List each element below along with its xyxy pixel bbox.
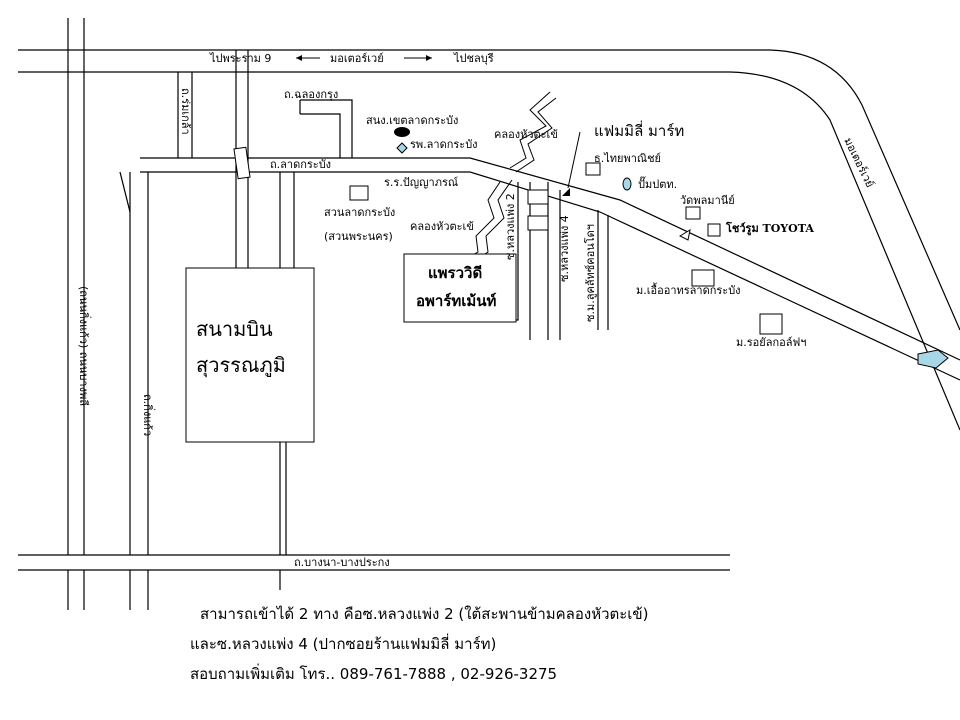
label-ua-arthon: ม.เอื้ออาทรลาดกระบัง	[636, 282, 741, 297]
label-chalong-krung: ถ.ฉลองกรุง	[284, 88, 338, 101]
left-roads	[67, 18, 149, 555]
label-canal-top: คลองหัวตะเข้	[494, 128, 558, 141]
police-marker-icon	[394, 127, 410, 137]
label-soi-2: ซ.หลวงแพ่ง 2	[504, 193, 517, 260]
label-motorway: มอเตอร์เวย์	[330, 52, 384, 65]
label-police: สนง.เขตลาดกระบัง	[366, 114, 458, 127]
label-canal-mid: คลองหัวตะเข้	[410, 220, 474, 233]
sois	[488, 182, 609, 340]
label-ptt: ปั๊มปตท.	[638, 176, 677, 191]
label-family-mart: แฟมมิลี่ มาร์ท	[594, 120, 684, 140]
family-mart-marker-icon	[562, 188, 570, 196]
label-royal-park: ม.รอยัลกอล์ฟฯ	[736, 336, 806, 349]
airport-area	[185, 267, 315, 443]
landmarks	[349, 127, 949, 369]
directions-line-2: และซ.หลวงแพ่ง 4 (ปากซอยร้านแฟมมิลี่ มาร์…	[190, 635, 497, 653]
label-bangna-road: ถ.บางนา-บางประกง	[294, 556, 390, 569]
label-hospital: รพ.ลาดกระบัง	[410, 138, 478, 151]
label-suan-lat-krabang: สวนลาดกระบัง	[324, 206, 395, 219]
motorway-top	[18, 49, 960, 431]
apartment-building	[403, 253, 517, 323]
romklao-road	[177, 72, 193, 158]
bridge-water-icon	[917, 349, 949, 369]
label-soi-4: ซ.หลวงแพ่ง 4	[558, 215, 571, 282]
label-apartment-2: อพาร์ทเม้นท์	[416, 292, 497, 310]
hospital-marker-icon	[396, 142, 408, 154]
direction-arrows	[296, 55, 432, 61]
label-suan-phranakhon: (สวนพระนคร)	[324, 230, 393, 243]
label-motorway-vertical: มอเตอร์เวย์	[841, 136, 876, 190]
directions-line-3: สอบถามเพิ่มเติม โทร.. 089-761-7888 , 02-…	[190, 665, 558, 683]
label-to-chonburi: ไปชลบุรี	[453, 52, 494, 65]
label-airport-1: สนามบิน	[196, 317, 273, 341]
bangna-road	[18, 554, 730, 610]
label-toyota: โชว์รูม TOYOTA	[725, 221, 814, 236]
label-thai-panich: ธ.ไทยพาณิชย์	[594, 152, 661, 165]
label-lat-krabang-road: ถ.ลาดกระบัง	[270, 158, 331, 171]
ptt-marker-icon	[622, 177, 632, 191]
label-apartment-1: แพรววิดี	[428, 264, 482, 282]
label-romklao: ถ.ร่มเกล้า	[179, 88, 192, 135]
directions-line-1: สามารถเข้าได้ 2 ทาง คือซ.หลวงแพ่ง 2 (ใต้…	[200, 605, 649, 623]
label-panya-school: ร.ร.ปัญญาภรณ์	[384, 176, 458, 189]
label-airport-2: สุวรรณภูมิ	[196, 353, 286, 378]
label-to-rama9: ไปพระราม 9	[209, 52, 271, 65]
label-soi-condo: ซ.ม.ลูคลัทซ์คอนโดฯ	[583, 224, 597, 322]
label-wat: วัดพลมานีย์	[680, 194, 735, 207]
label-kingkaew-road-2: ถ.กิ่งแก้ว	[141, 394, 156, 436]
label-kingkaew-road: (ถนนกิ่งแก้ว) ถนนบางพลี	[77, 286, 92, 406]
